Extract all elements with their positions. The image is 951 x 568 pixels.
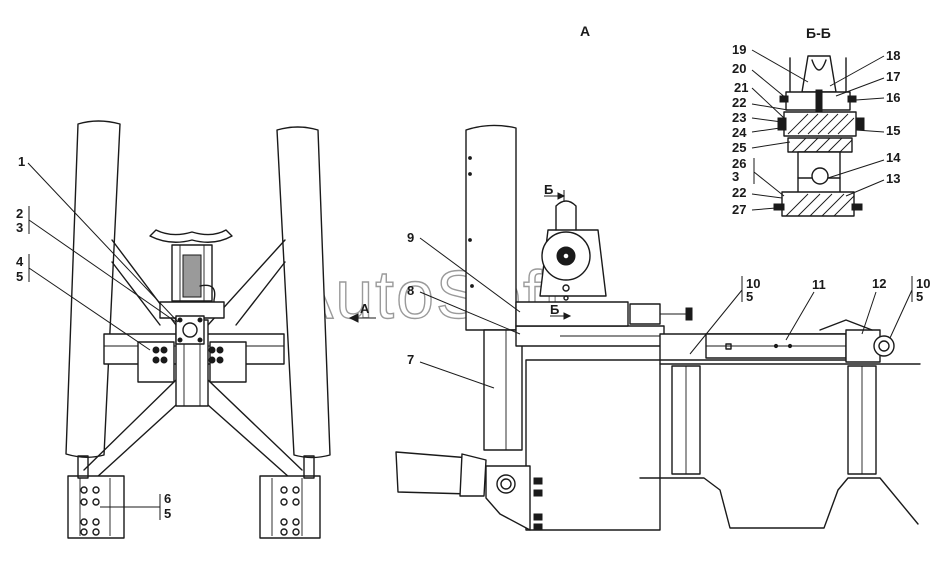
svg-text:18: 18 (886, 48, 900, 63)
callout-13: 13 (845, 171, 900, 197)
callout-8: 8 (407, 283, 521, 335)
svg-text:14: 14 (886, 150, 901, 165)
svg-text:10: 10 (746, 276, 760, 291)
svg-text:2: 2 (16, 206, 23, 221)
svg-text:25: 25 (732, 140, 746, 155)
svg-text:10: 10 (916, 276, 930, 291)
side-outrigger-blade (465, 124, 517, 331)
svg-text:21: 21 (734, 80, 748, 95)
callout-17: 17 (835, 69, 900, 97)
callout-26-3: 26 3 (732, 156, 785, 197)
view-label-a: А (580, 23, 590, 39)
callout-22b: 22 (732, 185, 783, 200)
svg-text:11: 11 (812, 277, 826, 292)
right-outrigger-blade (276, 126, 331, 459)
svg-text:Б: Б (550, 302, 559, 317)
callout-10-5-a: 10 5 (689, 276, 760, 355)
section-label-bb: Б-Б (806, 25, 831, 41)
callout-21: 21 (734, 80, 785, 119)
callout-10-5-b: 10 5 (889, 276, 930, 339)
callout-19: 19 (732, 42, 809, 83)
front-view: 1 2 3 4 5 6 5 А (16, 120, 376, 539)
svg-text:1: 1 (18, 154, 25, 169)
callout-20: 20 (732, 61, 787, 99)
callout-16: 16 (855, 90, 900, 105)
svg-text:9: 9 (407, 230, 414, 245)
svg-text:26: 26 (732, 156, 746, 171)
svg-text:22: 22 (732, 185, 746, 200)
svg-text:Б: Б (544, 182, 553, 197)
svg-text:13: 13 (886, 171, 900, 186)
svg-text:22: 22 (732, 95, 746, 110)
svg-text:27: 27 (732, 202, 746, 217)
view-arrow-a: А (348, 301, 376, 323)
foot-bolts (80, 486, 300, 536)
support-column (483, 329, 523, 451)
callout-9: 9 (407, 230, 521, 313)
svg-text:12: 12 (872, 276, 886, 291)
svg-text:А: А (360, 301, 370, 316)
right-foot-plate (259, 475, 321, 539)
svg-text:6: 6 (164, 491, 171, 506)
callout-6-5: 6 5 (100, 491, 171, 521)
svg-text:3: 3 (16, 220, 23, 235)
callout-27: 27 (732, 202, 777, 217)
callout-18: 18 (829, 48, 900, 87)
callout-7: 7 (407, 352, 495, 389)
svg-text:4: 4 (16, 254, 24, 269)
svg-text:19: 19 (732, 42, 746, 57)
callout-11: 11 (785, 277, 826, 341)
svg-text:17: 17 (886, 69, 900, 84)
callout-25: 25 (732, 140, 791, 155)
left-outrigger-blade (65, 120, 121, 458)
svg-text:5: 5 (16, 269, 23, 284)
callout-23: 23 (732, 110, 783, 125)
svg-text:24: 24 (732, 125, 747, 140)
svg-text:15: 15 (886, 123, 900, 138)
callout-24: 24 (732, 125, 781, 140)
svg-text:5: 5 (164, 506, 171, 521)
svg-text:20: 20 (732, 61, 746, 76)
callout-12: 12 (861, 276, 886, 335)
svg-text:3: 3 (732, 169, 739, 184)
svg-text:5: 5 (916, 289, 923, 304)
callout-22: 22 (732, 95, 789, 111)
section-bb: Б-Б 19 20 (732, 25, 901, 217)
callout-4-5: 4 5 (16, 254, 151, 351)
section-mark-b: Б Б (544, 182, 572, 320)
svg-text:16: 16 (886, 90, 900, 105)
callout-1: 1 (18, 154, 179, 323)
callout-2-3: 2 3 (16, 206, 177, 323)
winch-pulley (539, 200, 607, 301)
svg-text:7: 7 (407, 352, 414, 367)
svg-text:23: 23 (732, 110, 746, 125)
svg-text:8: 8 (407, 283, 414, 298)
side-view-a: А (395, 23, 930, 531)
machine-body (525, 359, 661, 531)
svg-text:5: 5 (746, 289, 753, 304)
callout-14: 14 (827, 150, 901, 179)
callout-15: 15 (855, 123, 900, 138)
